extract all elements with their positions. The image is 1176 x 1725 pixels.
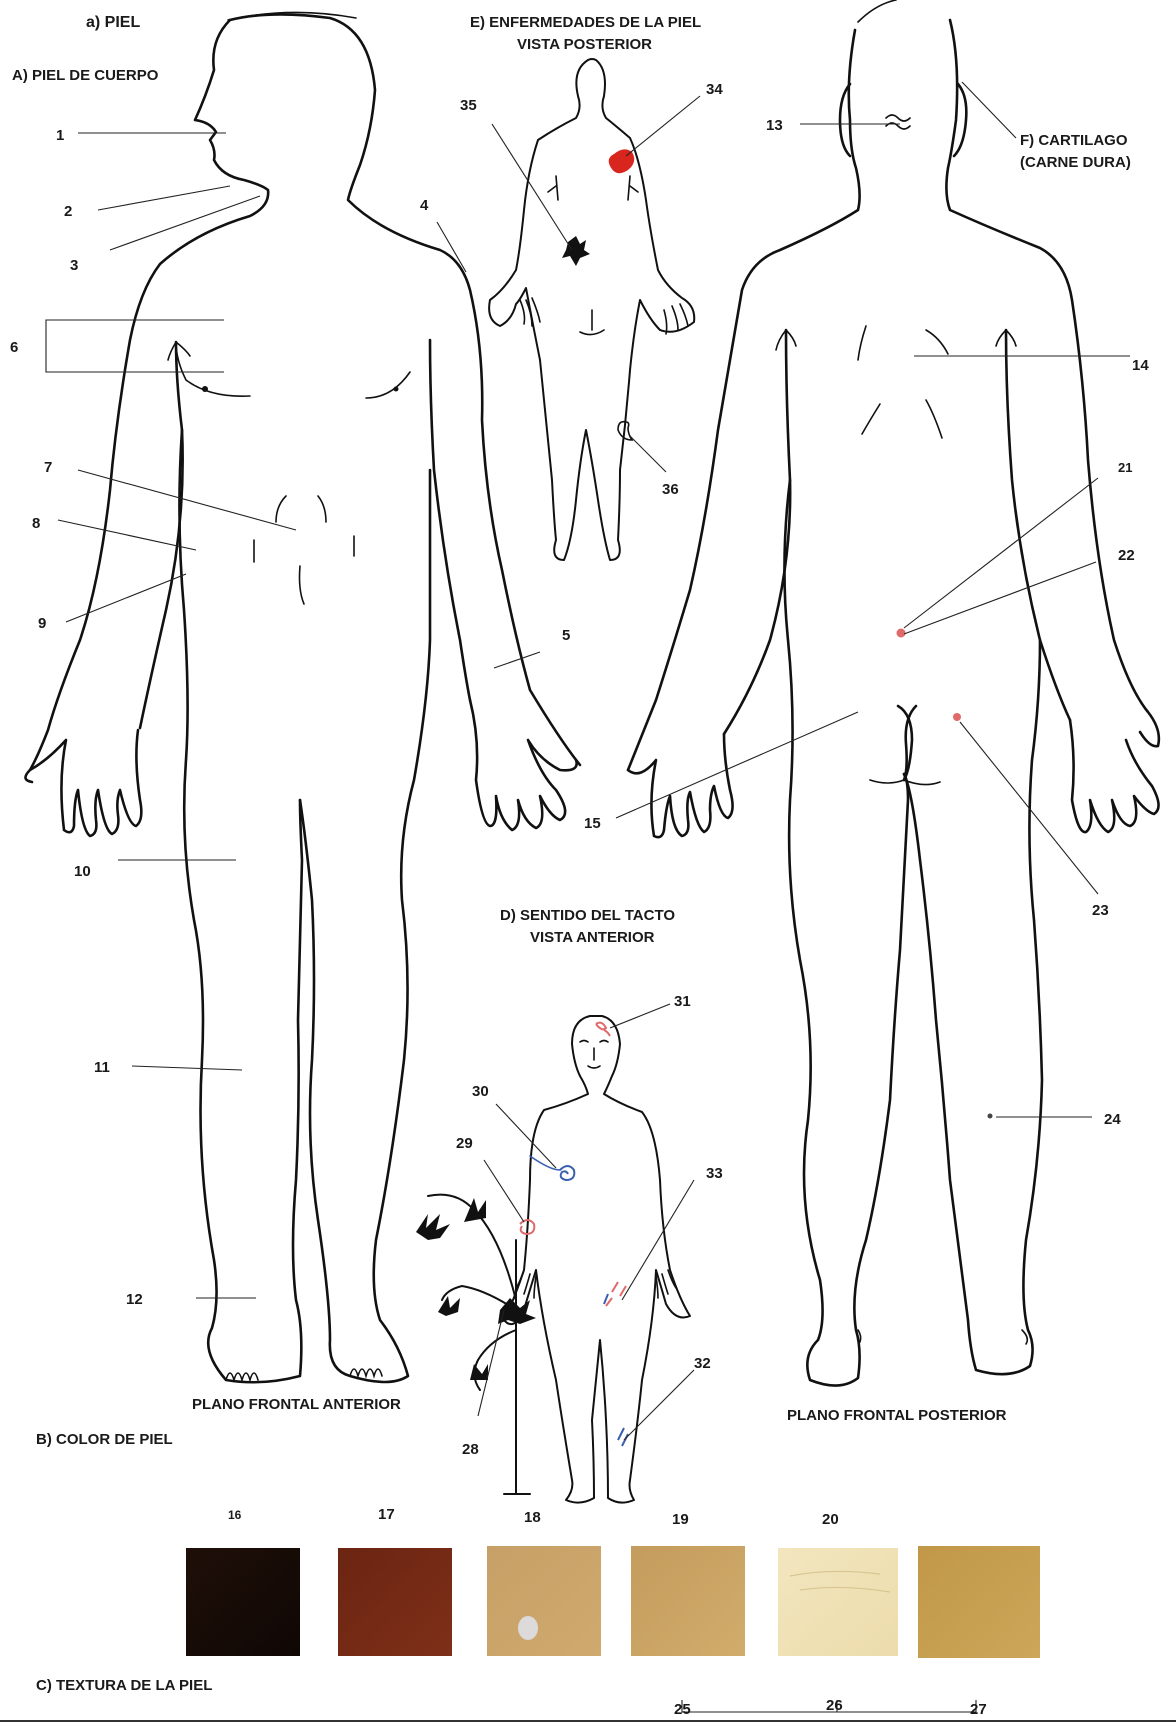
swatch-20 bbox=[778, 1548, 898, 1656]
section-f-label-line2: (CARNE DURA) bbox=[1020, 154, 1131, 171]
label-32: 32 bbox=[694, 1355, 711, 1372]
label-35: 35 bbox=[460, 97, 477, 114]
diagram-title: a) PIEL bbox=[86, 14, 140, 31]
label-31: 31 bbox=[674, 993, 691, 1010]
label-12: 12 bbox=[126, 1291, 143, 1308]
marker-22-dot bbox=[897, 629, 906, 638]
label-18: 18 bbox=[524, 1509, 541, 1526]
label-27: 27 bbox=[970, 1701, 987, 1718]
section-d-label-line1: D) SENTIDO DEL TACTO bbox=[500, 907, 675, 924]
label-4: 4 bbox=[420, 197, 429, 214]
label-3: 3 bbox=[70, 257, 78, 274]
label-11: 11 bbox=[94, 1059, 110, 1076]
number-labels: 1 2 3 4 5 6 7 8 9 10 11 12 13 14 15 16 1… bbox=[10, 81, 1149, 1718]
swatch-16 bbox=[186, 1548, 300, 1656]
front-body-outline bbox=[25, 12, 580, 1382]
section-a-label: A) PIEL DE CUERPO bbox=[12, 67, 159, 84]
skin-swatches bbox=[186, 1546, 1040, 1658]
swatch-19 bbox=[631, 1546, 745, 1656]
swatch-18 bbox=[487, 1546, 601, 1656]
label-15: 15 bbox=[584, 815, 601, 832]
label-30: 30 bbox=[472, 1083, 489, 1100]
label-33: 33 bbox=[706, 1165, 723, 1182]
label-17: 17 bbox=[378, 1506, 395, 1523]
touch-figure-outline bbox=[504, 1016, 690, 1503]
label-13: 13 bbox=[766, 117, 783, 134]
bottom-rule bbox=[0, 1720, 1176, 1722]
leader-lines bbox=[46, 82, 1130, 1712]
label-20: 20 bbox=[822, 1511, 839, 1528]
section-f-label-line1: F) CARTILAGO bbox=[1020, 132, 1128, 149]
label-22: 22 bbox=[1118, 547, 1135, 564]
label-26: 26 bbox=[826, 1697, 843, 1714]
section-b-label: B) COLOR DE PIEL bbox=[36, 1431, 173, 1448]
label-25: 25 bbox=[674, 1701, 691, 1718]
label-24: 24 bbox=[1104, 1111, 1121, 1128]
marker-23-dot bbox=[953, 713, 961, 721]
label-21: 21 bbox=[1118, 460, 1132, 475]
plane-anterior-label: PLANO FRONTAL ANTERIOR bbox=[192, 1396, 401, 1413]
label-16: 16 bbox=[228, 1508, 242, 1522]
label-7: 7 bbox=[44, 459, 52, 476]
swatch-27 bbox=[918, 1546, 1040, 1658]
section-e-label-line1: E) ENFERMEDADES DE LA PIEL bbox=[470, 14, 701, 31]
swatch-17 bbox=[338, 1548, 452, 1656]
label-29: 29 bbox=[456, 1135, 473, 1152]
label-23: 23 bbox=[1092, 902, 1109, 919]
section-d-label-line2: VISTA ANTERIOR bbox=[530, 929, 655, 946]
label-28: 28 bbox=[462, 1441, 479, 1458]
label-1: 1 bbox=[56, 127, 64, 144]
section-c-label: C) TEXTURA DE LA PIEL bbox=[36, 1677, 212, 1694]
label-19: 19 bbox=[672, 1511, 689, 1528]
label-36: 36 bbox=[662, 481, 679, 498]
label-34: 34 bbox=[706, 81, 723, 98]
label-14: 14 bbox=[1132, 357, 1149, 374]
label-10: 10 bbox=[74, 863, 91, 880]
section-e-label-line2: VISTA POSTERIOR bbox=[517, 36, 652, 53]
label-6: 6 bbox=[10, 339, 18, 356]
label-9: 9 bbox=[38, 615, 46, 632]
label-2: 2 bbox=[64, 203, 72, 220]
label-5: 5 bbox=[562, 627, 570, 644]
label-8: 8 bbox=[32, 515, 40, 532]
plane-posterior-label: PLANO FRONTAL POSTERIOR bbox=[787, 1407, 1007, 1424]
